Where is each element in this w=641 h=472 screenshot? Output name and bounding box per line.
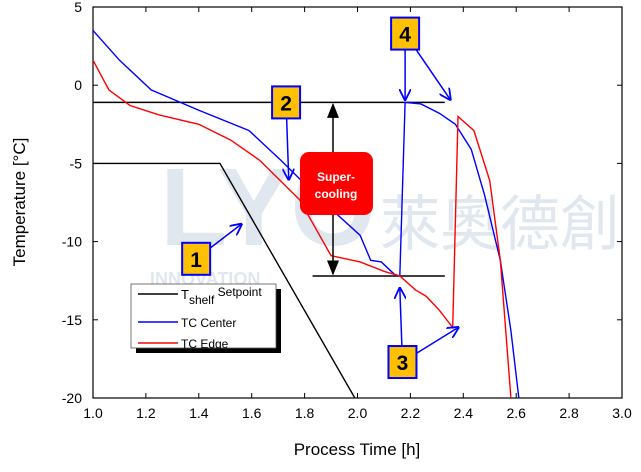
legend: Tshelf Setpoint TC Center TC Edge xyxy=(130,283,281,353)
marker-box-3 xyxy=(387,345,418,380)
x-axis-label: Process Time [h] xyxy=(294,440,421,459)
y-axis-label: Temperature [°C] xyxy=(10,138,29,267)
marker-label: 4 xyxy=(399,24,411,47)
x-tick-label: 3.0 xyxy=(612,405,632,421)
marker-box-4 xyxy=(390,16,421,51)
supercooling-text-2: cooling xyxy=(315,187,358,201)
y-tick-label: 0 xyxy=(74,77,82,93)
x-tick-label: 1.8 xyxy=(295,405,315,421)
x-tick-label: 2.2 xyxy=(401,405,421,421)
legend-label-edge: TC Edge xyxy=(181,337,229,351)
series-line-setpoint xyxy=(93,162,356,398)
marker-label: 3 xyxy=(397,352,409,375)
marker-box-1 xyxy=(181,241,212,276)
marker-label: 2 xyxy=(280,92,292,115)
x-tick-label: 1.2 xyxy=(136,405,156,421)
x-tick-label: 1.0 xyxy=(83,405,103,421)
x-tick-label: 1.6 xyxy=(242,405,262,421)
marker-label: 1 xyxy=(190,249,202,272)
x-tick-label: 2.0 xyxy=(348,405,368,421)
x-tick-label: 1.4 xyxy=(189,405,209,421)
x-tick-label: 2.4 xyxy=(454,405,474,421)
marker-box-2 xyxy=(271,85,302,120)
x-tick-label: 2.8 xyxy=(559,405,579,421)
y-tick-label: 5 xyxy=(74,0,82,15)
y-tick-label: -5 xyxy=(70,155,83,171)
supercooling-box xyxy=(300,152,373,215)
y-tick-label: -20 xyxy=(62,390,82,406)
y-tick-label: -10 xyxy=(62,234,82,250)
watermark-chinese: 萊奧德創 xyxy=(380,191,620,258)
watermark: LYO 萊奧德創 INNOVATION xyxy=(150,146,620,289)
supercooling-text-1: Super- xyxy=(317,170,355,184)
x-tick-label: 2.6 xyxy=(506,405,526,421)
y-tick-label: -15 xyxy=(62,312,82,328)
legend-label-center: TC Center xyxy=(181,316,236,330)
legend-label-setpoint: Tshelf Setpoint xyxy=(181,285,262,307)
series-line-tc-edge xyxy=(93,59,512,398)
